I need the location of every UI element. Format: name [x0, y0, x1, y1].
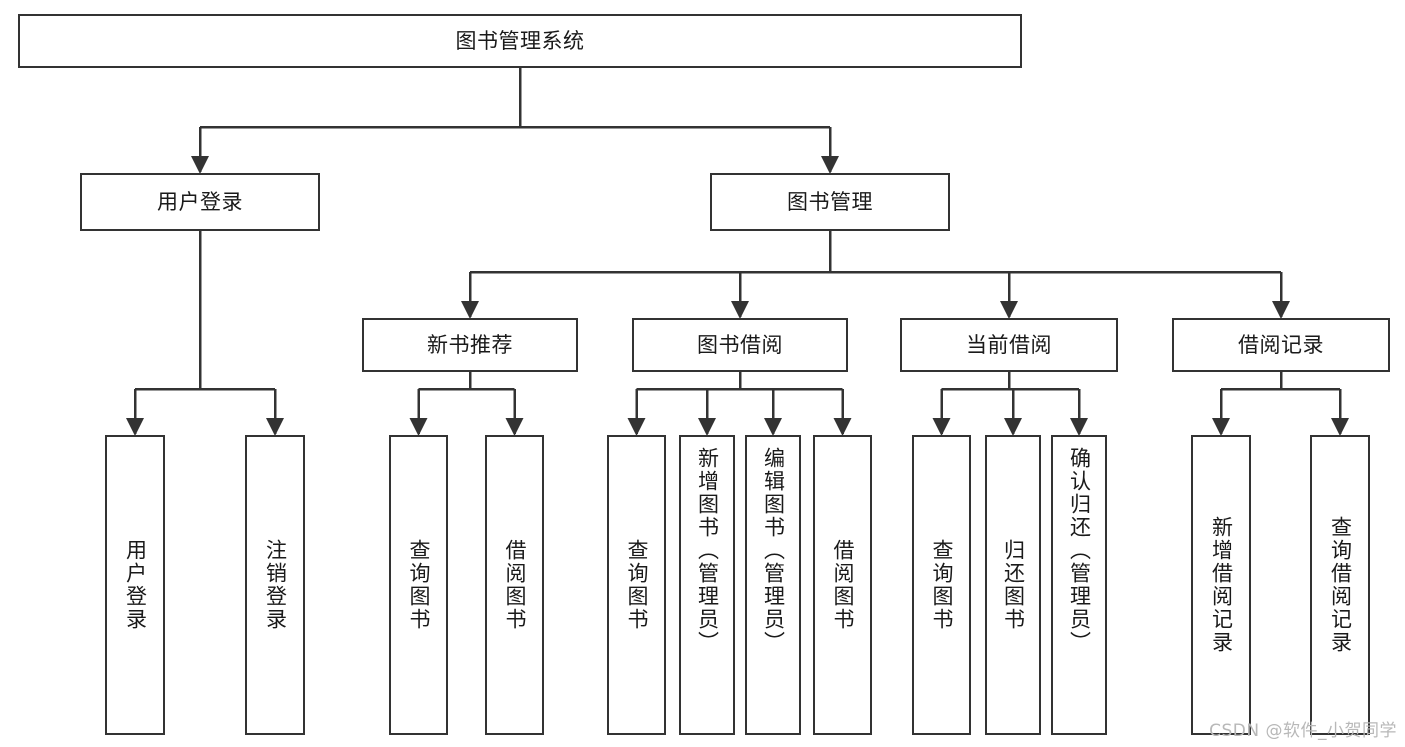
node-label-root: 图书管理系统: [455, 28, 585, 53]
node-label-leaf-query-book-1: 查询图书: [407, 539, 431, 631]
node-current-borrow[interactable]: 当前借阅: [900, 318, 1118, 372]
node-label-leaf-edit-book: 编辑图书（管理员）: [761, 447, 786, 654]
node-borrow-record[interactable]: 借阅记录: [1172, 318, 1390, 372]
node-leaf-query-book-3[interactable]: 查询图书: [912, 435, 971, 735]
node-label-new-book-rec: 新书推荐: [427, 332, 513, 357]
node-leaf-return-book[interactable]: 归还图书: [985, 435, 1041, 735]
node-label-user-login: 用户登录: [157, 189, 243, 214]
node-user-login[interactable]: 用户登录: [80, 173, 320, 231]
node-label-book-borrow: 图书借阅: [697, 332, 783, 357]
node-label-leaf-add-record: 新增借阅记录: [1209, 516, 1234, 654]
node-label-leaf-add-book: 新增图书（管理员）: [695, 447, 720, 654]
node-label-leaf-user-logout: 注销登录: [263, 539, 288, 631]
node-leaf-borrow-book-1[interactable]: 借阅图书: [485, 435, 544, 735]
node-leaf-query-book-1[interactable]: 查询图书: [389, 435, 448, 735]
node-leaf-edit-book[interactable]: 编辑图书（管理员）: [745, 435, 801, 735]
node-label-leaf-user-login: 用户登录: [123, 539, 148, 631]
node-leaf-borrow-book-2[interactable]: 借阅图书: [813, 435, 872, 735]
node-leaf-add-record[interactable]: 新增借阅记录: [1191, 435, 1251, 735]
node-leaf-confirm-return[interactable]: 确认归还（管理员）: [1051, 435, 1107, 735]
node-leaf-user-logout[interactable]: 注销登录: [245, 435, 305, 735]
node-label-leaf-query-book-2: 查询图书: [625, 539, 649, 631]
node-leaf-user-login[interactable]: 用户登录: [105, 435, 165, 735]
node-new-book-rec[interactable]: 新书推荐: [362, 318, 578, 372]
node-label-leaf-query-record: 查询借阅记录: [1328, 516, 1353, 654]
watermark: CSDN @软件_小贺同学: [1209, 721, 1397, 741]
node-label-leaf-return-book: 归还图书: [1001, 539, 1026, 631]
node-book-borrow[interactable]: 图书借阅: [632, 318, 848, 372]
node-label-leaf-query-book-3: 查询图书: [930, 539, 954, 631]
node-label-leaf-confirm-return: 确认归还（管理员）: [1067, 447, 1092, 654]
node-label-current-borrow: 当前借阅: [966, 332, 1052, 357]
node-book-mgmt[interactable]: 图书管理: [710, 173, 950, 231]
node-leaf-add-book[interactable]: 新增图书（管理员）: [679, 435, 735, 735]
node-label-leaf-borrow-book-2: 借阅图书: [831, 539, 855, 631]
node-root[interactable]: 图书管理系统: [18, 14, 1022, 68]
node-leaf-query-record[interactable]: 查询借阅记录: [1310, 435, 1370, 735]
node-leaf-query-book-2[interactable]: 查询图书: [607, 435, 666, 735]
node-label-borrow-record: 借阅记录: [1238, 332, 1324, 357]
node-label-leaf-borrow-book-1: 借阅图书: [503, 539, 527, 631]
node-label-book-mgmt: 图书管理: [787, 189, 873, 214]
